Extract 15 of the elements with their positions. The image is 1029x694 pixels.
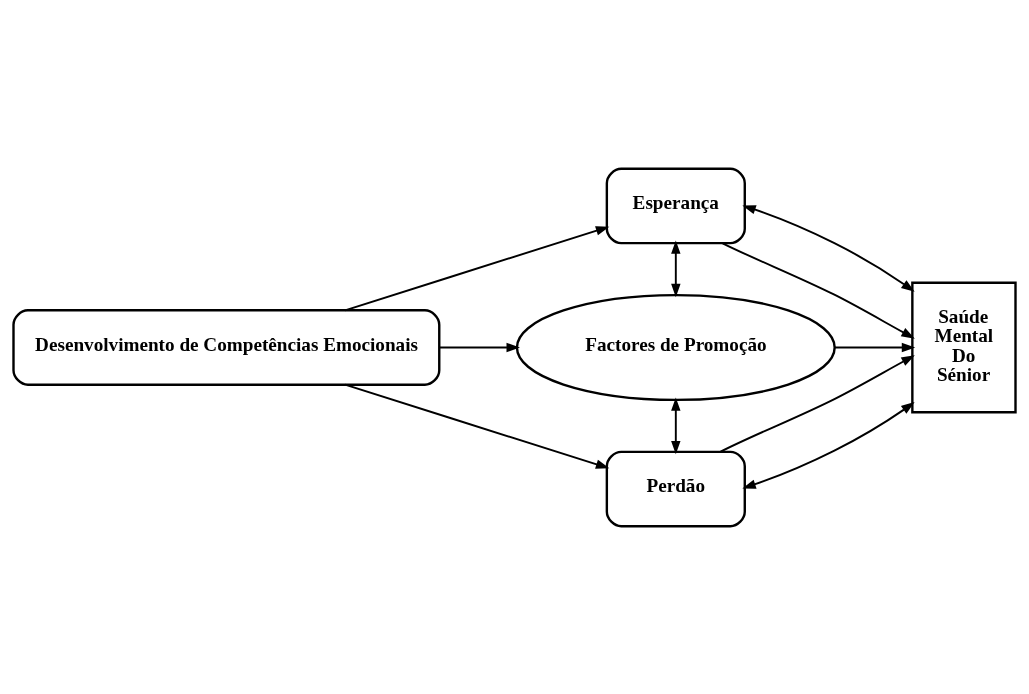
arrow (344, 225, 610, 311)
node-box: Esperança (605, 167, 746, 244)
arrow (833, 342, 916, 352)
node-box: Saúde Mental Do Sénior (911, 281, 1017, 413)
arrow (671, 239, 681, 297)
arrow (344, 383, 610, 469)
node-box: Desenvolvimento de Competências Emocionais (12, 308, 441, 386)
node-ellipse: Factores de Promoção (515, 293, 836, 401)
node-box: Perdão (605, 450, 746, 527)
arrow (742, 401, 915, 489)
arrow (719, 354, 915, 453)
arrow (742, 204, 915, 292)
arrow (438, 342, 520, 352)
arrow (671, 396, 681, 454)
arrow (721, 241, 915, 339)
